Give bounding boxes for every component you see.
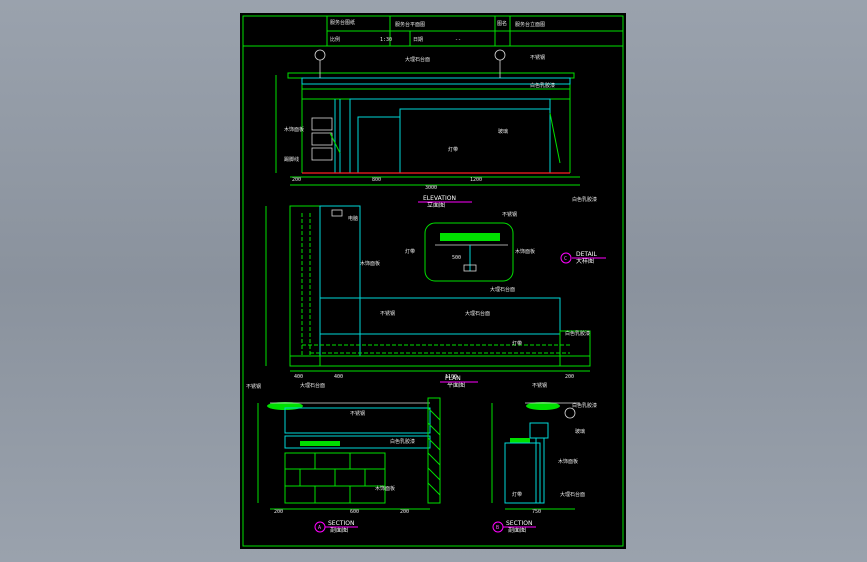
section-b-note-panel: 木饰面板 — [558, 458, 578, 465]
detail-marker — [560, 252, 572, 264]
title-block-right-label: 图名 — [497, 20, 507, 27]
elev-note-marble: 大理石台面 — [405, 56, 430, 63]
detail-dim: 500 — [452, 255, 461, 261]
title-block-date-label: 日期 — [413, 37, 423, 43]
title-block-drawing-name: 服务台平面图 — [395, 21, 425, 28]
plan-subtitle: 平面图 — [447, 382, 465, 389]
detail-marker-label: C — [564, 256, 567, 262]
section-a-note-steel-2: 不锈钢 — [350, 410, 365, 417]
plan-dim-1: 400 — [294, 374, 303, 380]
section-a-shelf — [300, 441, 340, 446]
section-a-note-paint: 白色乳胶漆 — [390, 438, 415, 445]
title-block-date-value: -- — [455, 37, 461, 43]
section-b-countertop — [526, 402, 560, 410]
section-a-note-marble: 大理石台面 — [300, 382, 325, 389]
section-a-dim-3: 200 — [400, 509, 409, 515]
elev-note-steel: 不锈钢 — [530, 54, 545, 61]
section-b-shelf — [510, 438, 530, 443]
elev-note-paint: 白色乳胶漆 — [530, 82, 555, 89]
cad-drawing: 服务台图纸 服务台平面图 图名 服务台立面图 比例 1:30 日期 -- 200 — [242, 15, 624, 547]
elev-note-base: 踢脚线 — [284, 156, 299, 163]
plan-note-marble: 大理石台面 — [465, 310, 490, 317]
elev-note-glass: 玻璃 — [498, 128, 508, 135]
elev-note-light: 灯带 — [448, 146, 458, 153]
section-b-note-paint: 白色乳胶漆 — [572, 402, 597, 409]
section-b-note-marble: 大理石台面 — [560, 491, 585, 498]
detail-frame — [424, 222, 514, 282]
plan-note-panel: 木饰面板 — [360, 260, 380, 267]
detail-subtitle: 大样图 — [576, 257, 594, 265]
section-b-title: SECTION — [506, 520, 532, 527]
elev-dim-total: 3000 — [425, 185, 437, 191]
section-a-dim-2: 600 — [350, 509, 359, 515]
title-block-scale-value: 1:30 — [380, 37, 392, 43]
detail-countertop — [440, 233, 500, 241]
plan-note-steel: 不锈钢 — [380, 310, 395, 317]
section-b-view: 750 不锈钢 白色乳胶漆 玻璃 木饰面板 大理石台面 灯带 B SECTION… — [491, 382, 597, 534]
section-b-note-light: 灯带 — [512, 491, 522, 498]
section-b-subtitle: 剖面图 — [508, 526, 526, 534]
section-b-note-steel: 不锈钢 — [532, 382, 547, 389]
plan-note-light: 灯带 — [512, 340, 522, 347]
detail-view: 不锈钢 木饰面板 大理石台面 灯带 500 C DETAIL 大样图 — [405, 211, 606, 293]
drawing-sheet: 服务台图纸 服务台平面图 图名 服务台立面图 比例 1:30 日期 -- 200 — [240, 13, 626, 549]
title-block: 服务台图纸 服务台平面图 图名 服务台立面图 比例 1:30 日期 -- — [242, 15, 624, 47]
detail-note-marble: 大理石台面 — [490, 286, 515, 293]
elev-dim-1: 200 — [292, 177, 301, 183]
plan-note-paint: 白色乳胶漆 — [565, 330, 590, 337]
section-b-note-glass: 玻璃 — [575, 428, 585, 435]
elev-note-panel: 木饰面板 — [284, 126, 304, 133]
section-b-dim: 750 — [532, 509, 541, 515]
detail-title: DETAIL — [576, 251, 597, 258]
detail-note-steel: 不锈钢 — [502, 211, 517, 218]
plan-note-screen: 电脑 — [348, 215, 358, 222]
section-a-note-steel: 不锈钢 — [246, 383, 261, 390]
elev-dim-3: 1200 — [470, 177, 482, 183]
section-a-note-panel: 木饰面板 — [375, 485, 395, 492]
elev-note-paint-2: 白色乳胶漆 — [572, 196, 597, 203]
plan-dim-3: 1100 — [445, 374, 457, 380]
title-block-left: 服务台图纸 — [330, 19, 355, 26]
section-a-view: 200 600 200 不锈钢 大理石台面 不锈钢 白色乳胶漆 木饰面板 A S… — [246, 382, 441, 534]
section-b-marker-label: B — [496, 525, 499, 531]
detail-note-panel: 木饰面板 — [515, 248, 535, 255]
elevation-title: ELEVATION — [423, 195, 456, 202]
plan-dim-4: 200 — [565, 374, 574, 380]
section-a-dim-1: 200 — [274, 509, 283, 515]
section-a-title: SECTION — [328, 520, 354, 527]
section-a-subtitle: 剖面图 — [330, 526, 348, 534]
detail-note-light: 灯带 — [405, 248, 415, 255]
plan-view: 400 400 1100 200 电脑 木饰面板 不锈钢 大理石台面 灯带 白色… — [265, 205, 591, 389]
elevation-subtitle: 立面图 — [427, 201, 445, 209]
plan-dim-2: 400 — [334, 374, 343, 380]
plan-title: PLAN — [445, 375, 461, 382]
title-block-scale-label: 比例 — [330, 36, 340, 43]
section-a-marker-label: A — [318, 525, 321, 531]
title-block-right-name: 服务台立面图 — [515, 21, 545, 28]
elevation-view: 200 800 1200 3000 大理石台面 不锈钢 白色乳胶漆 木饰面板 踢… — [275, 49, 597, 209]
elev-dim-2: 800 — [372, 177, 381, 183]
